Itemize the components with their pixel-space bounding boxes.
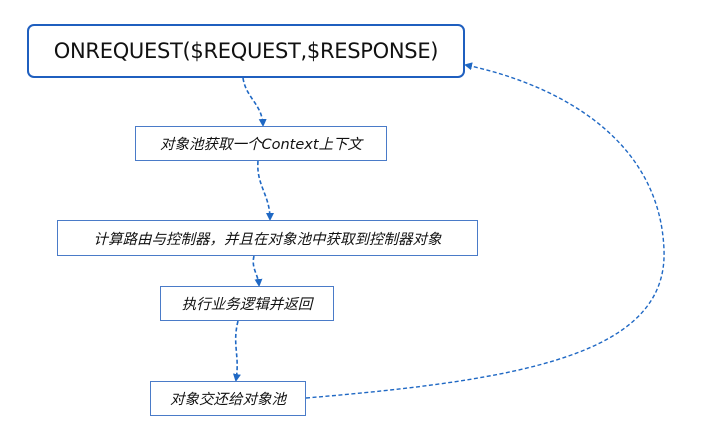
step-node-execute-logic: 执行业务逻辑并返回	[160, 286, 334, 321]
edge-step-4-loop-back-to-start	[305, 62, 665, 399]
step-label: 对象交还给对象池	[170, 392, 286, 408]
edge-start-to-step-1	[242, 77, 267, 127]
step-label: 对象池获取一个Context上下文	[159, 137, 363, 153]
step-node-route-controller: 计算路由与控制器，并且在对象池中获取到控制器对象	[57, 220, 478, 256]
step-label: 计算路由与控制器，并且在对象池中获取到控制器对象	[93, 231, 442, 248]
edge-step-1-to-step-2	[257, 160, 274, 221]
start-node-label: ONREQUEST($REQUEST,$RESPONSE)	[53, 39, 439, 63]
edge-step-3-to-step-4	[232, 320, 241, 382]
edge-step-2-to-step-3	[252, 255, 263, 287]
step-node-return-to-pool: 对象交还给对象池	[150, 381, 306, 416]
step-label: 执行业务逻辑并返回	[181, 297, 313, 313]
start-node-onrequest: ONREQUEST($REQUEST,$RESPONSE)	[27, 24, 465, 78]
step-node-get-context: 对象池获取一个Context上下文	[135, 126, 387, 161]
